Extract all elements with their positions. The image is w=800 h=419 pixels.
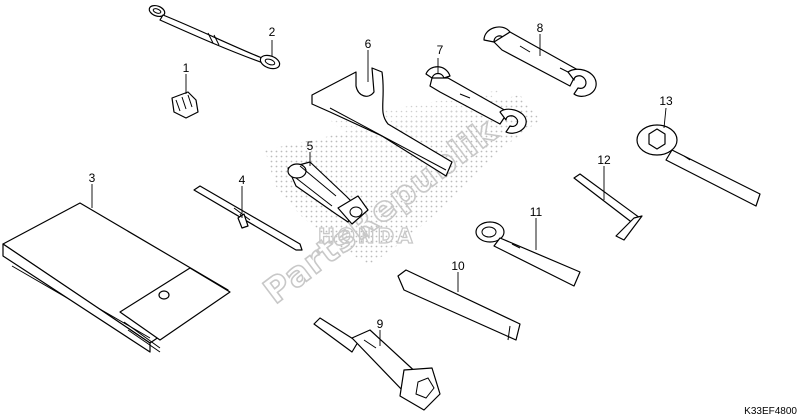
callout-13: 13 [659,94,673,108]
honda-wing-watermark [265,90,540,265]
open-end-wrench-large [483,26,597,97]
callout-12: 12 [597,153,611,167]
callout-11: 11 [530,205,543,219]
ring-wrench [636,124,761,207]
callout-10: 10 [451,259,465,273]
callout-8: 8 [537,21,544,35]
callout-labels: 1 2 3 4 5 6 7 8 9 10 11 12 13 [89,21,673,331]
callout-7: 7 [437,43,444,57]
box-end-wrench [475,221,581,287]
leader-lines [91,34,667,346]
callout-6: 6 [365,37,372,51]
tool-band [148,4,281,70]
pin-spanner [311,67,453,177]
tool-bag [2,202,231,353]
wrench-handle [397,269,521,341]
honda-watermark: HONDA [317,223,416,248]
callout-1: 1 [183,61,190,75]
callout-9: 9 [377,317,384,331]
callout-2: 2 [269,25,276,39]
diagram-code: K33EF4800 [744,406,797,417]
svg-text:HONDA: HONDA [318,224,416,248]
hex-key [573,173,643,241]
screwdriver-grip [287,161,369,225]
callout-4: 4 [239,173,246,187]
callout-3: 3 [89,171,96,185]
spark-plug-wrench [313,317,441,411]
callout-5: 5 [307,139,314,153]
tool-clip [171,91,199,119]
